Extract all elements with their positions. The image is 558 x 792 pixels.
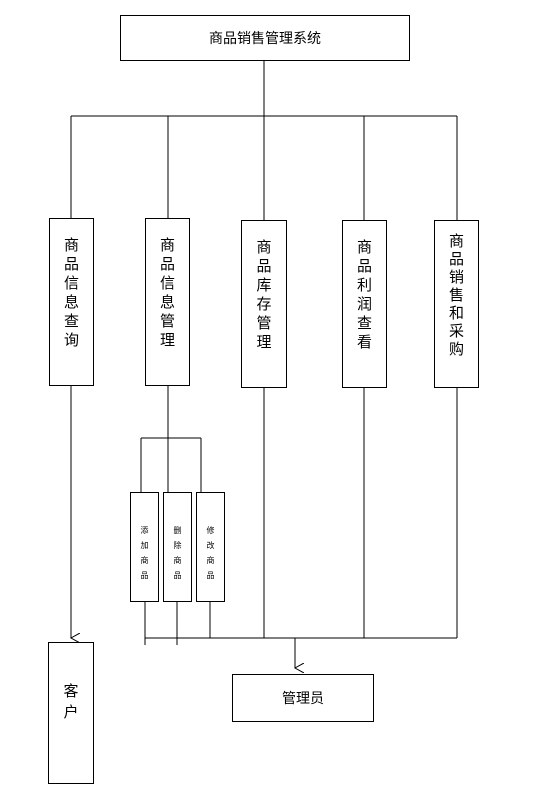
admin-box: 管理员 <box>232 674 374 722</box>
module-query-label: 商品信息查询 <box>62 237 80 351</box>
module-profit-label: 商品利润查看 <box>355 239 373 353</box>
module-query-box: 商品信息查询 <box>49 218 94 386</box>
submodule-delete-box: 删除商品 <box>163 492 192 602</box>
submodule-delete-label: 删除商品 <box>173 526 182 586</box>
module-sales-box: 商品销售和采购 <box>434 220 479 388</box>
title-label: 商品销售管理系统 <box>209 31 321 47</box>
module-info-box: 商品信息管理 <box>145 218 190 386</box>
admin-label: 管理员 <box>282 691 324 707</box>
submodule-edit-label: 修改商品 <box>206 526 215 586</box>
submodule-add-box: 添加商品 <box>130 492 159 602</box>
module-stock-label: 商品库存管理 <box>254 239 273 353</box>
title-box: 商品销售管理系统 <box>120 15 410 61</box>
module-stock-box: 商品库存管理 <box>241 220 287 388</box>
module-info-label: 商品信息管理 <box>158 237 176 351</box>
customer-label: 客户 <box>61 683 80 725</box>
submodule-edit-box: 修改商品 <box>196 492 225 602</box>
submodule-add-label: 添加商品 <box>140 526 149 586</box>
module-sales-label: 商品销售和采购 <box>447 233 465 359</box>
customer-box: 客户 <box>48 642 94 784</box>
module-profit-box: 商品利润查看 <box>342 220 387 388</box>
